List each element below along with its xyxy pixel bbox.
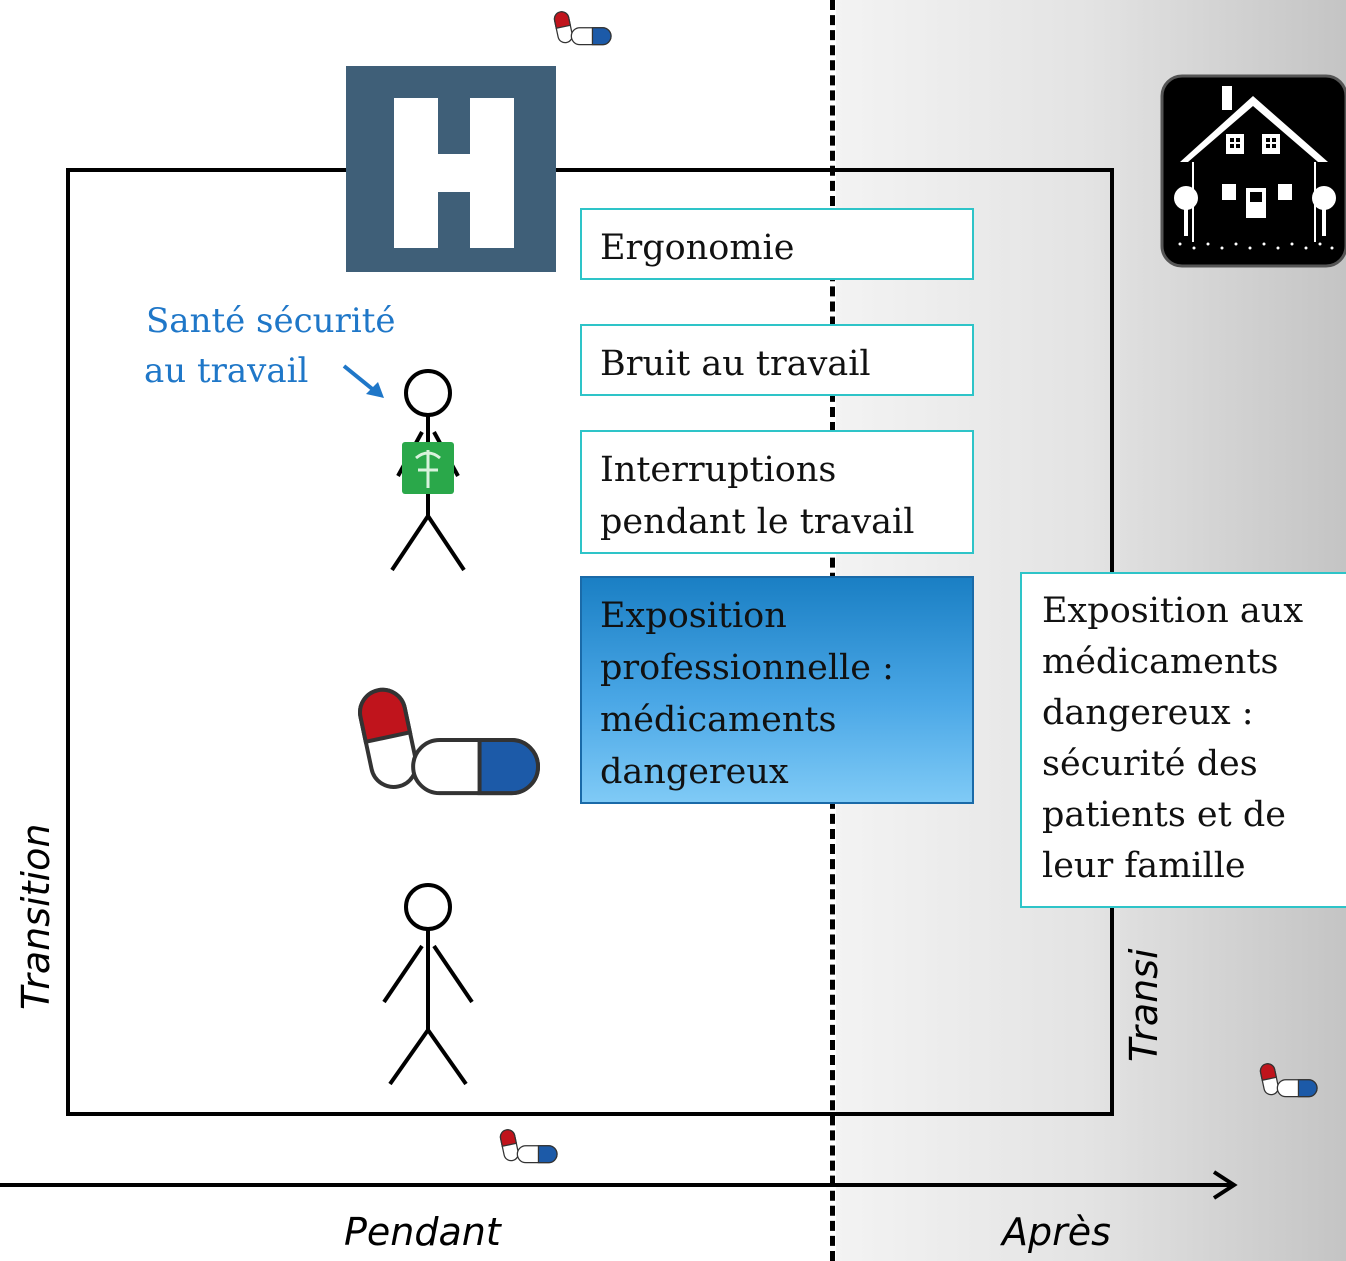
axis-label-apres: Après [1002,1210,1111,1254]
hospital-icon [346,66,556,272]
occupational-health-label: Santé sécurité au travail [144,296,446,396]
box-patients-line-6: leur famille [1042,846,1246,886]
box-patients-line-2: médicaments [1042,642,1279,682]
pointer-arrow-icon [342,364,384,398]
box-bruit-au-travail: Bruit au travail [580,324,974,396]
house-icon [1160,74,1346,268]
box-interruptions: Interruptions pendant le travail [580,430,974,554]
box-ergonomie: Ergonomie [580,208,974,280]
box-patients-line-5: patients et de [1042,795,1286,835]
capsule-icon [498,1127,558,1164]
box-expo-line-3: médicaments [600,700,837,740]
box-exposition-patients: Exposition aux médicaments dangereux : s… [1020,572,1346,908]
hospital-h-glyph [394,98,514,248]
capsule-icon [552,9,612,46]
worker-figure [390,369,466,572]
transition-label-right: Transi [1122,948,1166,1062]
box-expo-line-1: Exposition [600,596,787,636]
timeline-axis-arrow [0,1170,1238,1200]
occupational-health-line-2: au travail [144,351,309,391]
box-patients-line-3: dangereux : [1042,693,1254,733]
axis-label-pendant: Pendant [344,1210,501,1254]
box-patients-line-1: Exposition aux [1042,591,1304,631]
box-bruit-text: Bruit au travail [600,344,871,384]
box-ergonomie-text: Ergonomie [600,228,795,268]
box-patients-line-4: sécurité des [1042,744,1258,784]
occupational-health-line-1: Santé sécurité [146,301,396,341]
box-interruptions-line-2: pendant le travail [600,502,915,542]
person-figure [382,883,474,1086]
box-interruptions-line-1: Interruptions [600,450,837,490]
box-exposition-professionnelle: Exposition professionnelle : médicaments… [580,576,974,804]
capsule-icon [1258,1061,1318,1098]
box-expo-line-4: dangereux [600,752,789,792]
box-expo-line-2: professionnelle : [600,648,894,688]
capsule-icon [353,683,541,796]
transition-label-left: Transition [14,823,58,1010]
